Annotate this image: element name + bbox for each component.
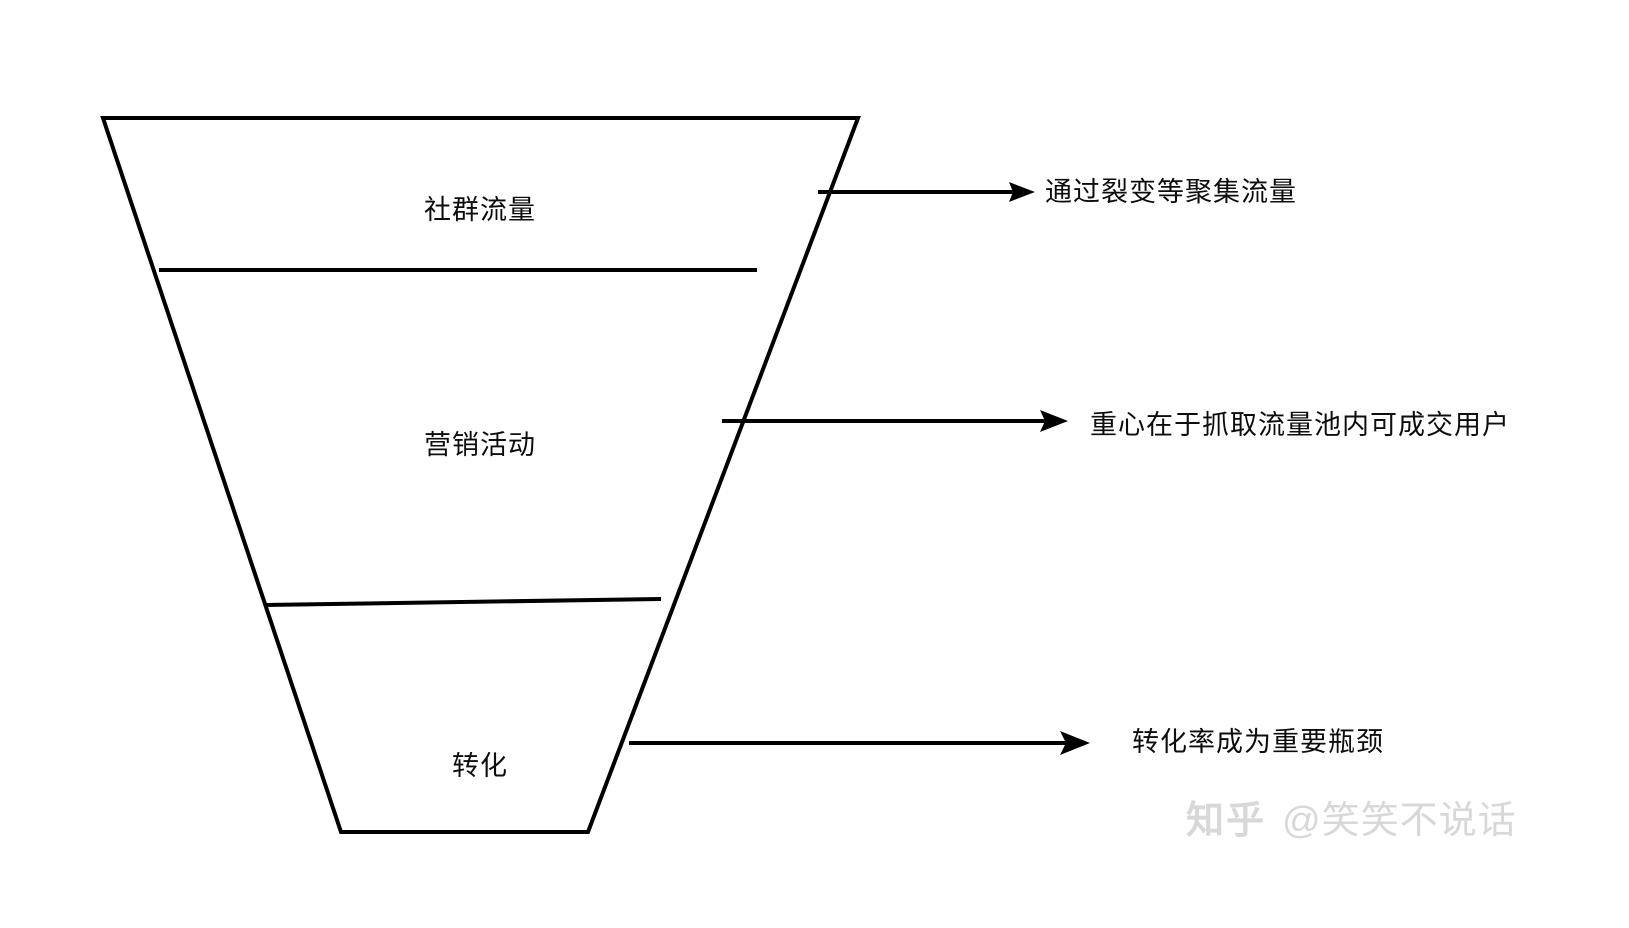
annotation-arrow-3 [629, 731, 1090, 755]
funnel-stage-label-community-traffic: 社群流量 [424, 195, 536, 225]
watermark-brand: 知乎 [1186, 800, 1267, 842]
funnel-stage-label-conversion: 转化 [452, 751, 508, 781]
funnel-stage-label-marketing-activity: 营销活动 [424, 430, 536, 460]
annotation-label-conversion: 转化率成为重要瓶颈 [1132, 727, 1384, 757]
annotation-arrow-2 [722, 410, 1068, 432]
watermark: 知乎 @笑笑不说话 [1186, 802, 1517, 840]
annotation-label-marketing-activity: 重心在于抓取流量池内可成交用户 [1090, 410, 1510, 440]
funnel-outline [100, 116, 861, 834]
watermark-handle: @笑笑不说话 [1282, 800, 1517, 842]
funnel-divider-2 [263, 597, 662, 607]
annotation-label-community-traffic: 通过裂变等聚集流量 [1045, 177, 1297, 207]
annotation-arrow-1 [818, 182, 1035, 202]
